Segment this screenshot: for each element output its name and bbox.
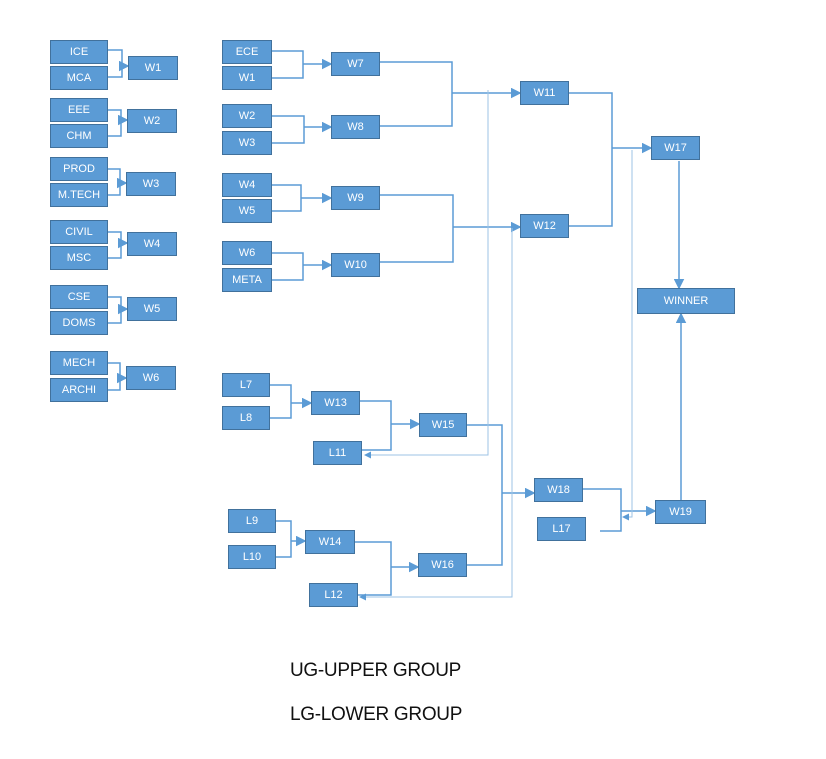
- connector: [270, 384, 311, 419]
- team-eee: EEE: [50, 98, 108, 122]
- match-w10: W10: [331, 253, 380, 277]
- connector: [108, 362, 126, 391]
- connector: [272, 184, 331, 212]
- connector: [108, 296, 127, 324]
- match-w15: W15: [419, 413, 467, 437]
- match-w11: W11: [520, 81, 569, 105]
- connector: [569, 92, 651, 227]
- connector: [276, 520, 305, 558]
- connector: [583, 488, 655, 532]
- connector: [467, 424, 534, 566]
- connector: [108, 168, 126, 196]
- match-w12: W12: [520, 214, 569, 238]
- winner-w1: W1: [222, 66, 272, 90]
- loser-l11: L11: [313, 441, 362, 465]
- loser-l17: L17: [537, 517, 586, 541]
- team-chm: CHM: [50, 124, 108, 148]
- match-w6: W6: [126, 366, 176, 390]
- match-w17: W17: [651, 136, 700, 160]
- winner-w5: W5: [222, 199, 272, 223]
- team-mtech: M.TECH: [50, 183, 108, 207]
- team-mca: MCA: [50, 66, 108, 90]
- connector: [355, 541, 418, 596]
- match-w16: W16: [418, 553, 467, 577]
- team-meta: META: [222, 268, 272, 292]
- legend-upper-group: UG-UPPER GROUP: [290, 660, 462, 681]
- winner-w6: W6: [222, 241, 272, 265]
- winner-w2: W2: [222, 104, 272, 128]
- winner-w3: W3: [222, 131, 272, 155]
- team-archi: ARCHI: [50, 378, 108, 402]
- team-ece: ECE: [222, 40, 272, 64]
- connector: [108, 109, 127, 137]
- connector: [108, 49, 128, 78]
- winner-w4: W4: [222, 173, 272, 197]
- team-mech: MECH: [50, 351, 108, 375]
- match-w19: W19: [655, 500, 706, 524]
- team-doms: DOMS: [50, 311, 108, 335]
- loser-drop-line: [359, 228, 513, 601]
- match-w18: W18: [534, 478, 583, 502]
- match-w9: W9: [331, 186, 380, 210]
- loser-l10: L10: [228, 545, 276, 569]
- team-msc: MSC: [50, 246, 108, 270]
- loser-drop-line: [622, 150, 633, 521]
- connector: [272, 115, 331, 144]
- match-w7: W7: [331, 52, 380, 76]
- match-w3: W3: [126, 172, 176, 196]
- team-civil: CIVIL: [50, 220, 108, 244]
- team-prod: PROD: [50, 157, 108, 181]
- team-cse: CSE: [50, 285, 108, 309]
- connector: [360, 400, 419, 451]
- loser-l9: L9: [228, 509, 276, 533]
- match-w5: W5: [127, 297, 177, 321]
- connector: [380, 61, 520, 127]
- match-w13: W13: [311, 391, 360, 415]
- team-ice: ICE: [50, 40, 108, 64]
- match-w8: W8: [331, 115, 380, 139]
- match-w4: W4: [127, 232, 177, 256]
- match-w1: W1: [128, 56, 178, 80]
- connector: [272, 50, 331, 79]
- match-w2: W2: [127, 109, 177, 133]
- connector: [108, 231, 127, 259]
- legend-lower-group: LG-LOWER GROUP: [290, 704, 463, 725]
- loser-l12: L12: [309, 583, 358, 607]
- loser-drop-line: [364, 90, 489, 459]
- loser-l8: L8: [222, 406, 270, 430]
- winner-box: WINNER: [637, 288, 735, 314]
- connector: [272, 252, 331, 281]
- loser-l7: L7: [222, 373, 270, 397]
- connector: [380, 194, 520, 263]
- match-w14: W14: [305, 530, 355, 554]
